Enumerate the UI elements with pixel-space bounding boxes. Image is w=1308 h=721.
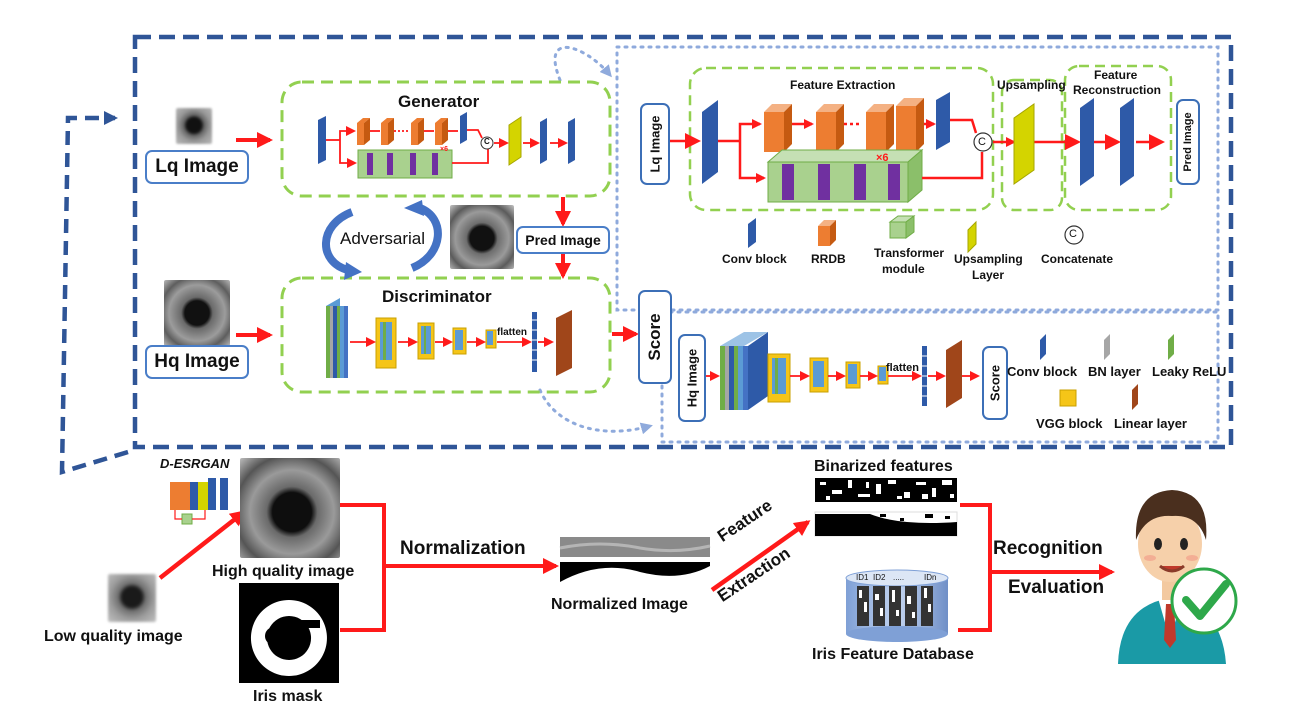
iris-mask-label: Iris mask — [253, 688, 323, 705]
gd-lq-image: Lq Image — [640, 103, 670, 185]
legend-dd-leaky-relu: Leaky ReLU — [1152, 364, 1227, 379]
concat-glyph-small: C — [484, 137, 490, 146]
low-quality-eye-photo — [108, 574, 156, 622]
evaluation-label: Evaluation — [1008, 577, 1105, 598]
d-esrgan-icon — [170, 478, 228, 525]
low-quality-label: Low quality image — [44, 628, 183, 645]
upsampling-box — [1000, 78, 1064, 212]
legend-concat-glyph: C — [1069, 228, 1077, 240]
gd-reconstruction-title: Reconstruction — [1073, 83, 1162, 97]
score-label: Score — [638, 290, 672, 384]
iris-db-label: Iris Feature Database — [812, 646, 974, 663]
pred-image-label: Pred Image — [516, 226, 610, 254]
legend-upsampling-1: Upsampling — [954, 252, 1023, 266]
model-name-label: D-ESRGAN — [160, 456, 230, 471]
db-id-1: ID1 — [856, 573, 869, 582]
db-id-2: ID2 — [873, 573, 886, 582]
disc-vgg-stack — [326, 298, 348, 378]
gd-feature-title: Feature — [1094, 68, 1138, 82]
person-icon — [1118, 490, 1226, 664]
db-id-dots: ..... — [893, 573, 905, 582]
dd-hq-image: Hq Image — [678, 334, 706, 422]
pred-eye-photo — [450, 205, 514, 269]
binarized-features-label: Binarized features — [814, 458, 953, 475]
rrdb-chain — [764, 98, 924, 152]
hq-eye-photo — [164, 280, 230, 346]
reconstruction-box — [1063, 64, 1173, 212]
lq-image-label: Lq Image — [145, 150, 249, 184]
legend-upsampling-2: Layer — [972, 268, 1005, 282]
discriminator-box — [280, 276, 612, 394]
high-quality-label: High quality image — [212, 563, 355, 580]
disc-vgg-blocks — [375, 317, 497, 369]
times6-small: ×6 — [440, 146, 448, 153]
gd-feature-extraction-title: Feature Extraction — [790, 78, 896, 92]
gd-concat-glyph: C — [978, 136, 986, 148]
dd-score: Score — [982, 346, 1008, 420]
gd-upsampling-title: Upsampling — [997, 78, 1066, 92]
recognition-label: Recognition — [993, 538, 1103, 559]
discriminator-title: Discriminator — [382, 287, 492, 306]
legend-dd-vgg-block: VGG block — [1036, 416, 1103, 431]
legend-transformer-1: Transformer — [874, 246, 945, 260]
legend-dd-bn-layer: BN layer — [1088, 364, 1141, 379]
generator-box — [280, 80, 612, 198]
normalization-label: Normalization — [400, 538, 526, 559]
hq-image-label: Hq Image — [145, 345, 249, 379]
lq-eye-photo — [176, 108, 212, 144]
generator-title: Generator — [398, 92, 480, 111]
dd-flatten: flatten — [886, 362, 919, 374]
gen-detail-frame — [615, 45, 1220, 312]
disc-detail-stack — [720, 332, 768, 410]
flatten-label-small: flatten — [497, 327, 527, 338]
iris-database-icon — [845, 569, 949, 642]
normalized-image-label: Normalized Image — [551, 596, 688, 613]
gd-pred-image: Pred Image — [1176, 99, 1200, 185]
feedback-arrow — [59, 111, 129, 476]
check-icon — [1170, 567, 1238, 635]
legend-rrdb: RRDB — [811, 252, 846, 266]
high-quality-eye-photo — [240, 458, 340, 558]
legend-dd-linear-layer: Linear layer — [1114, 416, 1187, 431]
adversarial-label: Adversarial — [340, 229, 426, 248]
feature-extraction-box — [688, 66, 995, 212]
legend-transformer-2: module — [882, 262, 925, 276]
legend-concatenate: Concatenate — [1041, 252, 1114, 266]
legend-dd-conv-block: Conv block — [1007, 364, 1078, 379]
db-id-n: IDn — [924, 573, 937, 582]
gd-times6: ×6 — [876, 152, 889, 164]
legend-conv-block: Conv block — [722, 252, 787, 266]
gan-frame — [132, 34, 1234, 450]
